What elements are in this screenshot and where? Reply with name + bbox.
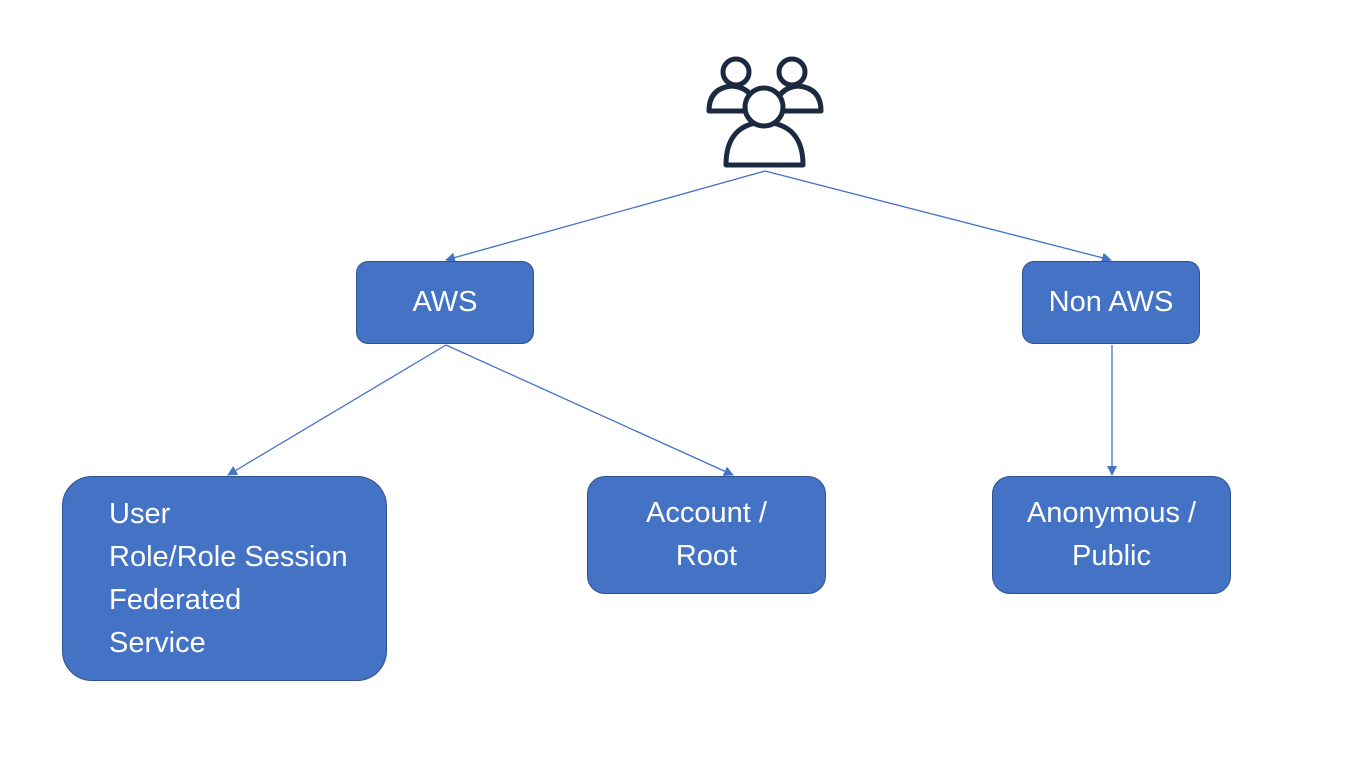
aws-label: AWS: [412, 286, 478, 318]
account-root-node: Account / Root: [587, 476, 826, 594]
principal-service: Service: [109, 626, 206, 659]
account-root-line-1: Account /: [646, 497, 767, 529]
anonymous-public-line-1: Anonymous /: [1026, 497, 1197, 529]
principal-federated: Federated: [109, 583, 242, 616]
anonymous-public-node: Anonymous / Public: [992, 476, 1231, 594]
account-root-line-2: Root: [675, 540, 738, 572]
principal-user: User: [109, 497, 171, 530]
anonymous-public-line-2: Public: [1072, 540, 1151, 572]
users-group-icon: [706, 56, 824, 168]
non-aws-node: Non AWS: [1022, 261, 1200, 344]
aws-principals-node: User Role/Role Session Federated Service: [62, 476, 387, 681]
principal-role-session: Role/Role Session: [109, 540, 348, 573]
arrow-root-to-non-aws: [764, 170, 1112, 263]
arrow-aws-to-principals: [227, 344, 447, 476]
arrow-root-to-aws: [445, 170, 766, 263]
non-aws-label: Non AWS: [1048, 286, 1174, 318]
aws-node: AWS: [356, 261, 534, 344]
arrow-aws-to-account: [445, 344, 734, 476]
